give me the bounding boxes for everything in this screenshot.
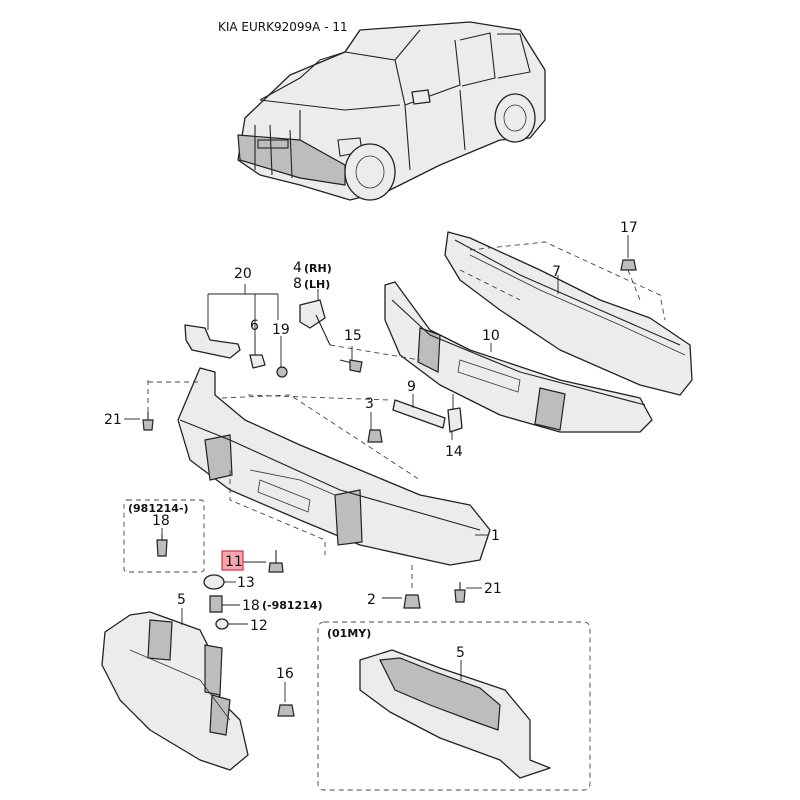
callout-18-box: 18 [152, 513, 170, 529]
box-01my-label: (01MY) [327, 627, 371, 640]
callout-9: 9 [407, 379, 416, 395]
callout-12: 12 [250, 618, 268, 634]
box-981214: (981214-) [123, 499, 205, 573]
callout-18-bolt: 18 [242, 598, 260, 614]
callout-13: 13 [237, 575, 255, 591]
leader-lines [124, 235, 629, 702]
callout-19: 19 [272, 322, 290, 338]
washer-12 [215, 618, 229, 630]
callout-20: 20 [234, 266, 252, 282]
part-9-strip [392, 399, 463, 433]
bolt-18 [209, 595, 223, 613]
box-01my: (01MY) [317, 621, 591, 791]
bolt-11 [268, 550, 284, 573]
callout-4: 4 [293, 260, 302, 276]
callouts: 1 2 3 4 (RH) 8 (LH) 5 5 6 7 9 10 11 12 1… [104, 220, 638, 682]
part-1-front-bumper [177, 367, 491, 566]
cap-13 [203, 574, 225, 590]
bolt-2 [403, 565, 421, 609]
diagram-title: KIA EURK92099A - 11 [218, 20, 348, 34]
vehicle-illustration [237, 21, 546, 201]
bolt-21-left [142, 380, 200, 431]
callout-5-right: 5 [456, 645, 465, 661]
callout-8-suffix: (LH) [304, 278, 330, 291]
bolt-21-right [454, 582, 466, 603]
callout-15: 15 [344, 328, 362, 344]
clip-17 [620, 259, 641, 301]
part-10-bumper-main [384, 281, 653, 433]
bolt-3 [367, 429, 383, 443]
callout-2: 2 [367, 592, 376, 608]
callout-6: 6 [250, 318, 259, 334]
callout-11[interactable]: 11 [225, 554, 243, 570]
bolt-15 [339, 359, 363, 373]
callout-17: 17 [620, 220, 638, 236]
callout-16: 16 [276, 666, 294, 682]
callout-5-left: 5 [177, 592, 186, 608]
callout-8: 8 [293, 276, 302, 292]
callout-1: 1 [491, 528, 500, 544]
part-7-bumper-upper [444, 231, 693, 396]
callout-21-left: 21 [104, 412, 122, 428]
part-5-guard-left [101, 611, 249, 771]
callout-7: 7 [552, 264, 561, 280]
box-981214-label: (981214-) [128, 502, 189, 515]
callout-21-right: 21 [484, 581, 502, 597]
callout-18-suffix: (-981214) [262, 599, 323, 612]
callout-4-suffix: (RH) [304, 262, 332, 275]
callout-11-highlight [221, 550, 244, 571]
callout-3: 3 [365, 396, 374, 412]
callout-10: 10 [482, 328, 500, 344]
bracket-group [184, 299, 421, 378]
nut-16 [277, 704, 295, 717]
callout-14: 14 [445, 444, 463, 460]
